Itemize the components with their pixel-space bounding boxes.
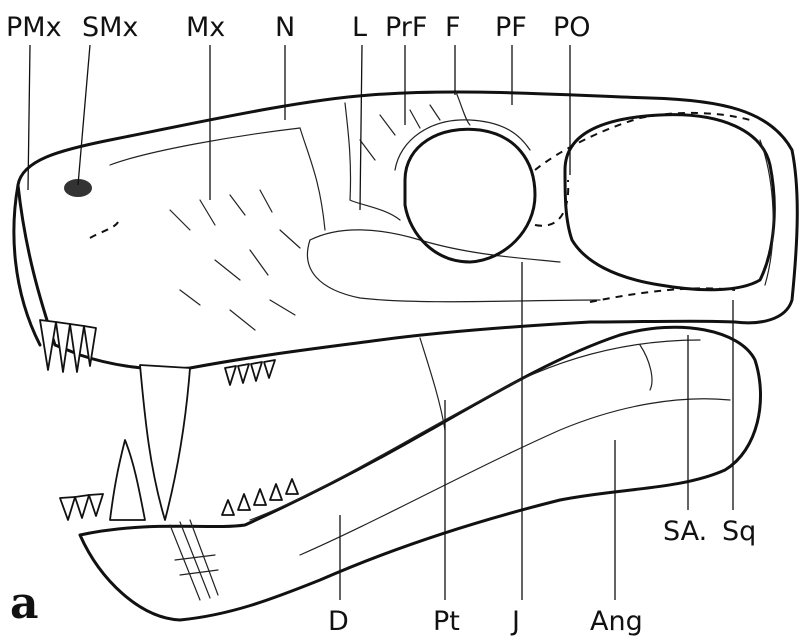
suture-nasal-maxilla [300, 128, 325, 230]
label-prf: PrF [385, 12, 427, 43]
surangular-process [640, 345, 652, 390]
label-f: F [445, 12, 461, 43]
suture-lacrimal-lower [350, 200, 400, 220]
label-pt: Pt [433, 606, 460, 637]
label-j: J [510, 606, 520, 637]
premaxilla-outline [14, 185, 40, 345]
upper-canine [140, 365, 190, 520]
dentary-teeth [222, 479, 298, 515]
pterygoid-suture [420, 338, 445, 430]
label-l: L [352, 12, 367, 43]
label-pf: PF [495, 12, 527, 43]
postorbital-suture [535, 180, 568, 226]
suture-lacrimal [345, 103, 351, 200]
orbit [405, 129, 535, 262]
maxillary-teeth [225, 360, 275, 385]
dentary-ridge [250, 340, 700, 520]
label-d: D [328, 606, 349, 637]
label-mx: Mx [186, 12, 225, 43]
frontal-shading [360, 105, 440, 160]
premaxillary-teeth [40, 320, 96, 372]
symphysis-hatching [170, 520, 218, 600]
label-n: N [275, 12, 295, 43]
lower-incisors [60, 494, 103, 520]
lower-canine [110, 440, 145, 520]
label-smx: SMx [82, 12, 138, 43]
septomaxilla-suture [90, 222, 118, 238]
label-po: PO [553, 12, 591, 43]
label-pmx: PMx [6, 12, 62, 43]
maxilla-shading [170, 190, 300, 330]
label-ang: Ang [590, 606, 643, 637]
label-sq: Sq [722, 516, 756, 547]
panel-label: a [10, 578, 39, 629]
label-sa: SA. [663, 516, 707, 547]
temporal-fenestra [565, 115, 774, 290]
jugal-lower-edge [307, 240, 600, 302]
orbit-rim-shading [395, 120, 530, 170]
